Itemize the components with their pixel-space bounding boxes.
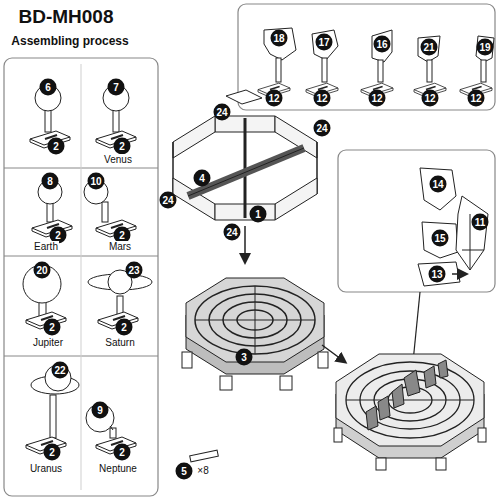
subtitle: Assembling process <box>11 34 128 48</box>
callout-number: 24 <box>214 104 231 121</box>
callout-number: 12 <box>369 90 386 107</box>
callout-number: 2 <box>114 444 131 461</box>
callout-number: 12 <box>468 90 485 107</box>
callout-number: 14 <box>430 176 447 193</box>
callout-number: 9 <box>92 402 109 419</box>
part-name: Saturn <box>104 337 135 349</box>
callout-number: 6 <box>40 79 57 96</box>
diagram-title: BD-MH008 <box>18 6 113 28</box>
callout-number: 20 <box>34 262 51 279</box>
callout-number: 16 <box>374 36 391 53</box>
callout-number: 21 <box>421 39 438 56</box>
part-name: Venus <box>103 154 133 166</box>
callout-number: 10 <box>88 173 105 190</box>
part-name: Neptune <box>98 463 138 475</box>
part-name: Jupiter <box>32 337 64 349</box>
part-name: ×8 <box>196 465 209 477</box>
callout-number: 2 <box>44 444 61 461</box>
callout-number: 18 <box>271 30 288 47</box>
callout-number: 5 <box>176 463 193 480</box>
callout-number: 7 <box>108 79 125 96</box>
callout-number: 23 <box>126 262 143 279</box>
part-name: Mars <box>108 241 132 253</box>
callout-number: 12 <box>314 90 331 107</box>
callout-number: 15 <box>432 230 449 247</box>
callout-number: 2 <box>116 319 133 336</box>
part-name: Uranus <box>29 463 63 475</box>
callout-number: 12 <box>422 90 439 107</box>
callout-number: 3 <box>236 349 253 366</box>
callout-number: 13 <box>429 266 446 283</box>
callout-number: 1 <box>250 206 267 223</box>
callout-number: 2 <box>48 138 65 155</box>
callout-number: 24 <box>160 192 177 209</box>
callout-number: 4 <box>194 170 211 187</box>
callout-number: 17 <box>316 34 333 51</box>
part-name: Earth <box>33 241 59 253</box>
callout-number: 11 <box>472 214 489 231</box>
callout-number: 2 <box>114 138 131 155</box>
callout-number: 24 <box>314 120 331 137</box>
callout-number: 22 <box>52 362 69 379</box>
callout-number: 24 <box>224 224 241 241</box>
callout-number: 2 <box>44 319 61 336</box>
callout-number: 8 <box>42 173 59 190</box>
callout-number: 12 <box>266 90 283 107</box>
callout-number: 19 <box>477 39 494 56</box>
